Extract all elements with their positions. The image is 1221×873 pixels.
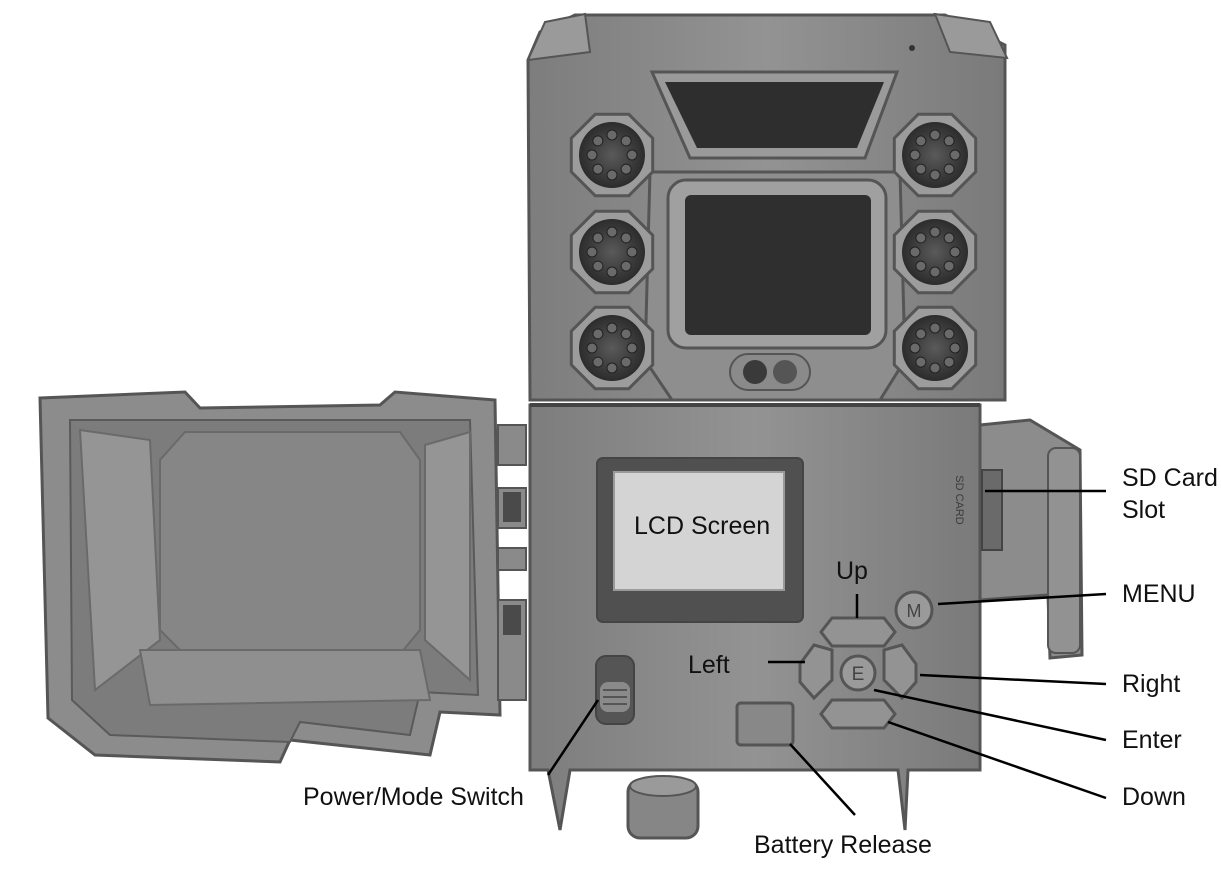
label-menu: MENU bbox=[1122, 580, 1196, 608]
ir-led-dot bbox=[943, 135, 955, 147]
ir-led-dot bbox=[943, 232, 955, 244]
leader-down bbox=[887, 720, 1107, 800]
label-up: Up bbox=[836, 557, 868, 585]
pir-sensor-icon bbox=[649, 70, 900, 160]
ir-led-dot bbox=[606, 129, 618, 141]
leader-enter bbox=[873, 688, 1107, 742]
leader-power bbox=[546, 699, 600, 776]
label-left: Left bbox=[688, 651, 730, 679]
ir-led-dot bbox=[943, 260, 955, 272]
ir-led-dot bbox=[943, 328, 955, 340]
leader-lines bbox=[546, 489, 1107, 816]
label-sd-card-line2: Slot bbox=[1122, 496, 1166, 524]
ir-led-dot bbox=[620, 163, 632, 175]
ir-led-dot bbox=[909, 246, 921, 258]
ir-led-dot bbox=[943, 356, 955, 368]
ir-led-dot bbox=[620, 356, 632, 368]
ir-led-dot bbox=[586, 342, 598, 354]
ir-led-dot bbox=[929, 266, 941, 278]
ir-led-dot bbox=[915, 163, 927, 175]
ir-led-dot bbox=[606, 169, 618, 181]
label-enter: Enter bbox=[1122, 726, 1182, 754]
ir-led-dot bbox=[929, 169, 941, 181]
open-door bbox=[38, 390, 527, 764]
ir-led-dot bbox=[586, 246, 598, 258]
camera-lens-icon bbox=[666, 178, 888, 350]
light-sensor-icon bbox=[729, 353, 811, 391]
ir-led-dot bbox=[915, 135, 927, 147]
leader-battery bbox=[789, 743, 856, 816]
ir-led-dot bbox=[929, 322, 941, 334]
ir-led-dot bbox=[909, 342, 921, 354]
ir-led-dot bbox=[949, 149, 961, 161]
label-right: Right bbox=[1122, 670, 1181, 698]
label-power-mode-switch: Power/Mode Switch bbox=[303, 783, 524, 811]
ir-led-dot bbox=[592, 328, 604, 340]
ir-led-dot bbox=[929, 129, 941, 141]
ir-led-dot bbox=[626, 246, 638, 258]
ir-led-dot bbox=[915, 260, 927, 272]
ir-led-dot bbox=[606, 226, 618, 238]
camera-body: E M SD CARD bbox=[526, 12, 1084, 840]
label-down: Down bbox=[1122, 783, 1186, 811]
ir-led-dot bbox=[592, 356, 604, 368]
menu-button-letter: M bbox=[907, 601, 922, 621]
ir-led-dot bbox=[626, 342, 638, 354]
ir-led-dot bbox=[592, 135, 604, 147]
ir-led-dot bbox=[626, 149, 638, 161]
ir-led-dot bbox=[949, 342, 961, 354]
ir-led-cluster-icon bbox=[569, 112, 978, 391]
leader-menu bbox=[937, 592, 1107, 606]
ir-led-dot bbox=[620, 260, 632, 272]
ir-led-dot bbox=[943, 163, 955, 175]
ir-led-dot bbox=[929, 362, 941, 374]
ir-led-dot bbox=[586, 149, 598, 161]
ir-led-dot bbox=[915, 232, 927, 244]
ir-led-dot bbox=[909, 149, 921, 161]
ir-led-dot bbox=[915, 328, 927, 340]
label-battery-release: Battery Release bbox=[754, 831, 932, 859]
ir-led-dot bbox=[929, 226, 941, 238]
sd-card-print: SD CARD bbox=[953, 475, 965, 525]
ir-led-dot bbox=[620, 135, 632, 147]
ir-led-dot bbox=[606, 362, 618, 374]
ir-led-dot bbox=[620, 232, 632, 244]
enter-button-letter: E bbox=[852, 664, 865, 685]
ir-led-dot bbox=[592, 232, 604, 244]
label-lcd-screen: LCD Screen bbox=[634, 512, 771, 540]
label-sd-card-line1: SD Card bbox=[1122, 464, 1218, 492]
ir-led-dot bbox=[949, 246, 961, 258]
ir-led-dot bbox=[606, 322, 618, 334]
ir-led-dot bbox=[592, 163, 604, 175]
ir-led-dot bbox=[620, 328, 632, 340]
ir-led-dot bbox=[606, 266, 618, 278]
ir-led-dot bbox=[592, 260, 604, 272]
label-sd-card-slot: SD Card Slot bbox=[1122, 462, 1221, 526]
leader-right bbox=[919, 673, 1107, 686]
ir-led-dot bbox=[915, 356, 927, 368]
